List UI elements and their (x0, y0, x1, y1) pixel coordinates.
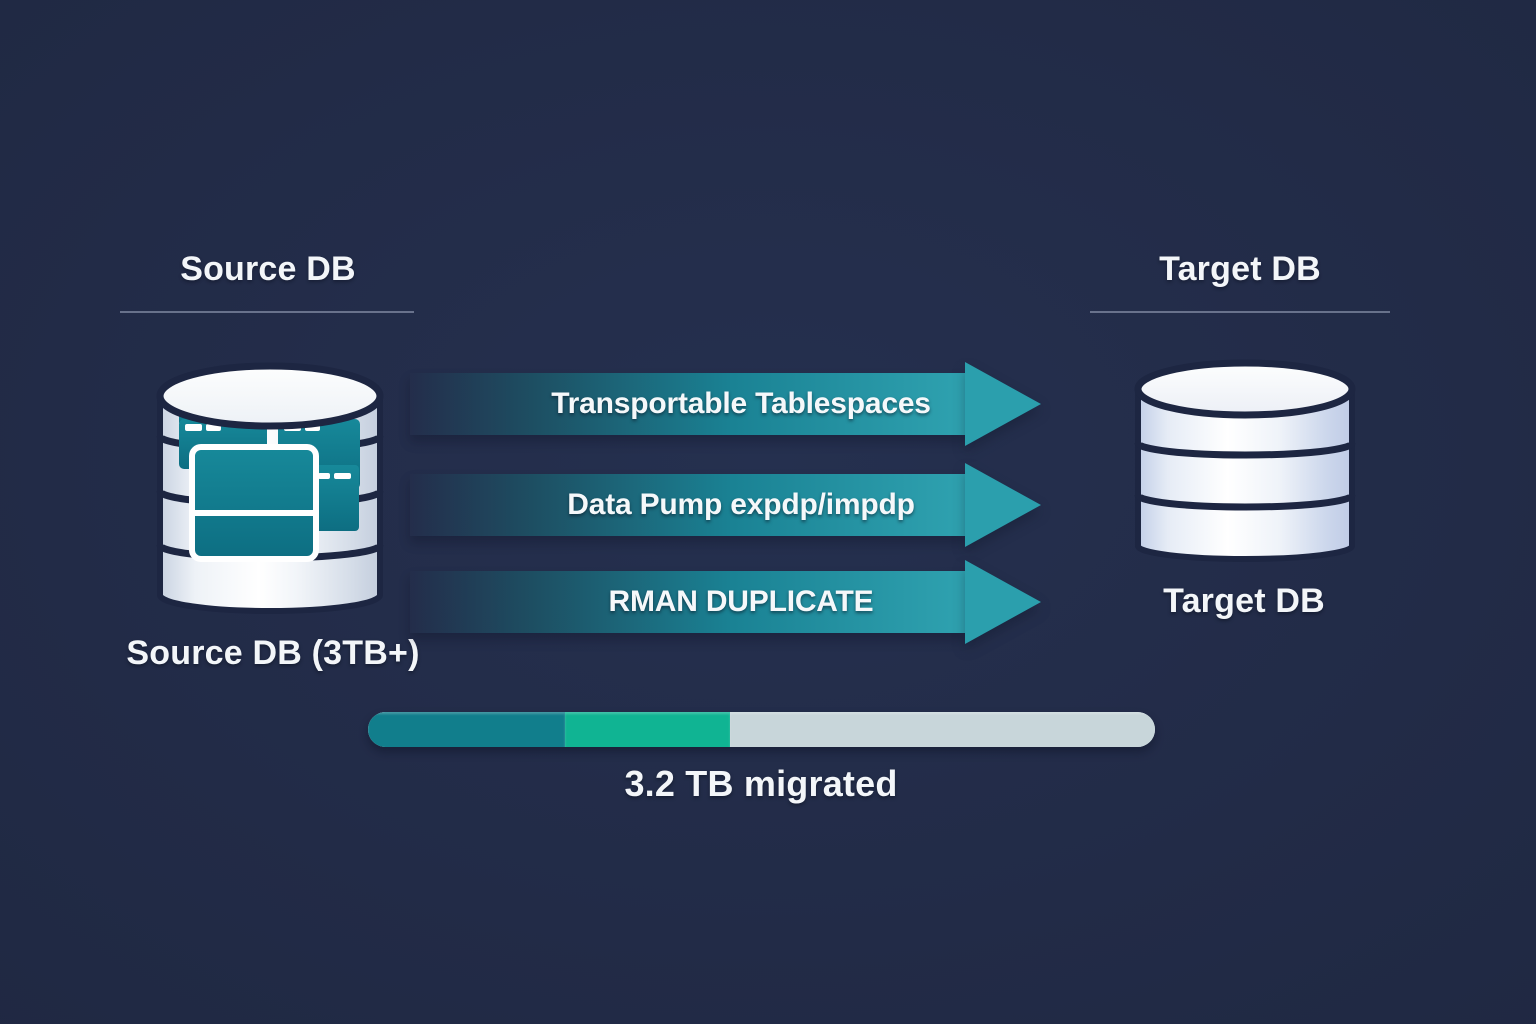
target-heading-underline (1090, 311, 1390, 313)
arrow-data-pump: Data Pump expdp/impdp (410, 463, 1041, 547)
source-cylinder-top (156, 362, 384, 430)
progress-caption: 3.2 TB migrated (624, 763, 898, 804)
arrow-body (410, 571, 966, 633)
table-icon (189, 444, 319, 562)
arrow-transportable-tablespaces: Transportable Tablespaces (410, 362, 1041, 446)
arrow-head-icon (965, 362, 1041, 446)
arrow-label: RMAN DUPLICATE (608, 585, 874, 618)
target-band-line (1134, 441, 1356, 459)
target-band-line (1134, 493, 1356, 511)
progress-segment-completed-green (564, 712, 731, 747)
source-db-caption: Source DB (3TB+) (126, 634, 420, 672)
arrow-rman-duplicate: RMAN DUPLICATE (410, 560, 1041, 644)
progress-segment-remaining (730, 712, 1155, 747)
source-heading-underline (120, 311, 414, 313)
arrow-label: Transportable Tablespaces (551, 387, 931, 420)
arrow-label: Data Pump expdp/impdp (567, 488, 915, 521)
table-icon (314, 465, 359, 531)
target-db-heading: Target DB (1159, 250, 1321, 288)
arrow-body (410, 474, 966, 536)
arrow-head-icon (965, 560, 1041, 644)
progress-bar (368, 712, 1155, 747)
source-db-heading: Source DB (180, 250, 356, 288)
target-db-icon (1134, 359, 1356, 562)
arrow-body (410, 373, 966, 435)
target-cylinder-body (1135, 386, 1355, 562)
source-db-icon (156, 362, 384, 614)
target-cylinder-top (1134, 359, 1356, 419)
target-db-caption: Target DB (1163, 582, 1325, 620)
arrow-head-icon (965, 463, 1041, 547)
progress-segment-completed-dark (368, 712, 565, 747)
